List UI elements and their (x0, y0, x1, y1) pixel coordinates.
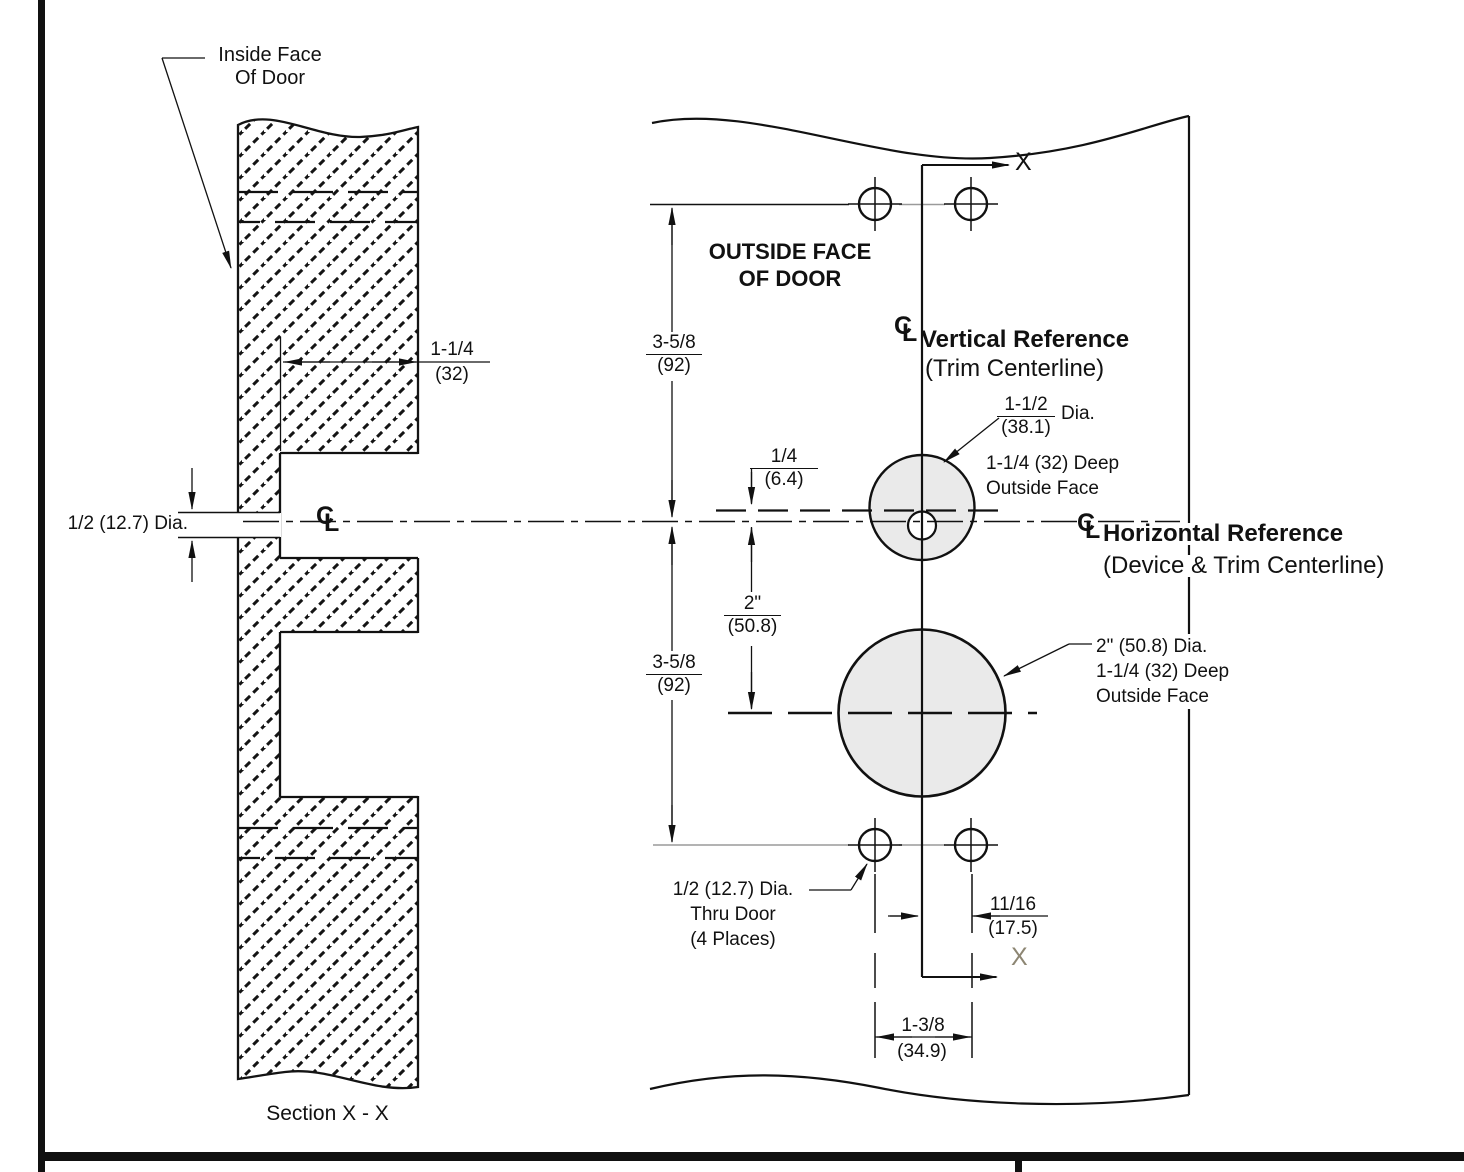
screw-x-dimension-inches: 11/16 (989, 894, 1037, 915)
outside-face-label: OUTSIDE FACE OF DOOR (708, 239, 872, 291)
elevation-view (243, 114, 1191, 1106)
inside-face-leader (161, 57, 232, 270)
section-caption: Section X - X (266, 1102, 389, 1125)
x-axis-label-bottom: X (1011, 943, 1028, 971)
top-break-line (651, 114, 1190, 160)
large-hole-callout: 2" (50.8) Dia. 1-1/4 (32) Deep Outside F… (1096, 634, 1230, 709)
quarter-offset-dimension: 1/4 (6.4) (750, 446, 818, 490)
thru-hole-diameter-label: 1/2 (12.7) Dia. (67, 513, 188, 534)
vertical-reference-line (920, 161, 1011, 981)
vertical-reference-title: Vertical Reference (921, 326, 1130, 353)
cylinder-callout-dia: Dia. (1061, 403, 1095, 424)
door-hatch (236, 118, 420, 1090)
horizontal-reference-subtitle: (Device & Trim Centerline) (1103, 552, 1385, 579)
mounting-hole (848, 177, 902, 231)
top-offset-dimension: 3-5/8 (92) (646, 332, 702, 376)
inside-face-callout: Inside Face Of Door (218, 44, 322, 89)
cylinder-callout-depth: 1-1/4 (32) Deep Outside Face (986, 453, 1120, 499)
sheet-border (38, 0, 1464, 1172)
hidden-hole-lines (238, 190, 418, 860)
mounting-hole (944, 177, 998, 231)
depth-dimension (279, 337, 490, 451)
x-axis-label-top: X (1015, 148, 1032, 176)
bottom-break-line (649, 1074, 1190, 1106)
screw-x-dimension-mm: (17.5) (988, 918, 1038, 939)
mounting-holes (848, 177, 998, 872)
mounting-hole (944, 818, 998, 872)
cylinder-callout-fraction: 1-1/2 (38.1) (997, 394, 1055, 438)
screw-span-dimension-inches: 1-3/8 (901, 1015, 945, 1036)
recess-cutouts (178, 451, 422, 799)
section-view (161, 57, 490, 1090)
screw-span-dimension-mm: (34.9) (897, 1041, 947, 1062)
depth-dimension-inches: 1-1/4 (430, 339, 474, 360)
two-inch-dimension: 2" (50.8) (724, 593, 781, 637)
vertical-reference-subtitle: (Trim Centerline) (925, 355, 1105, 382)
screw-spacing-dimensions (874, 874, 1048, 1058)
thru-holes-callout: 1/2 (12.7) Dia. Thru Door (4 Places) (672, 879, 794, 950)
depth-dimension-mm: (32) (435, 364, 469, 385)
horizontal-reference-title: Horizontal Reference (1103, 520, 1344, 547)
mounting-hole (848, 818, 902, 872)
callout-leaders (809, 417, 1092, 891)
bottom-offset-dimension: 3-5/8 (92) (646, 652, 702, 696)
